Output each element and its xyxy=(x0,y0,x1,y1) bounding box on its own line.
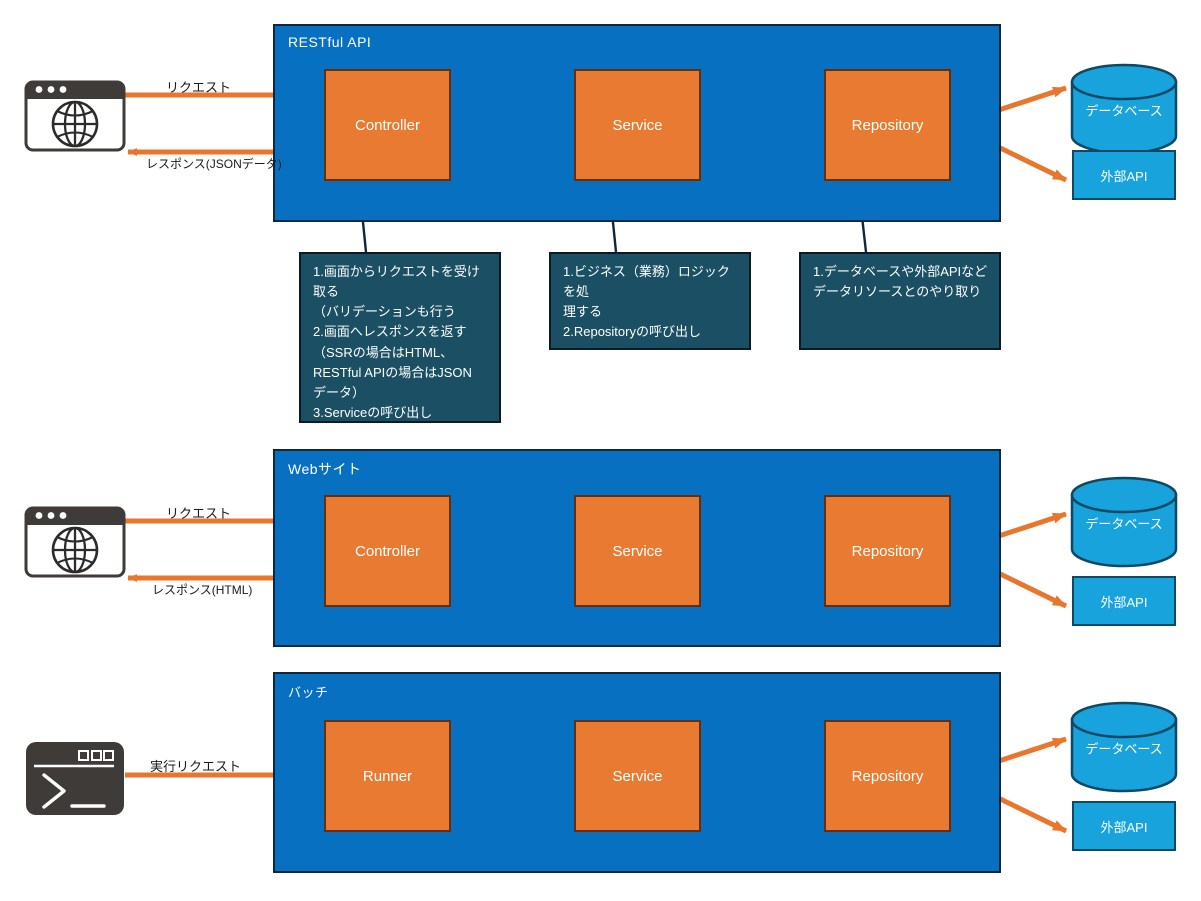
datastore-database-label-batch: データベース xyxy=(1085,741,1163,757)
arrow-label-response-restful: レスポンス(JSONデータ) xyxy=(146,157,282,171)
terminal-icon-row3 xyxy=(26,742,124,815)
database-cylinder-row2 xyxy=(1070,476,1178,568)
arrow-label-request-batch: 実行リクエスト xyxy=(150,759,242,774)
browser-icon-row2 xyxy=(24,506,126,578)
arrow-label-request-restful: リクエスト xyxy=(166,80,232,95)
note-controller-restful: 1.画面からリクエストを受け取る （バリデーションも行う 2.画面へレスポンスを… xyxy=(299,252,501,423)
datastore-database-batch: データベース xyxy=(1072,703,1176,791)
arrow-label-request-website: リクエスト xyxy=(166,506,232,521)
datastore-external-api-batch: 外部API xyxy=(1072,801,1176,851)
database-cylinder-row1 xyxy=(1070,63,1178,155)
note-service-restful: 1.ビジネス（業務）ロジックを処 理する 2.Repositoryの呼び出し xyxy=(549,252,751,350)
section-title-restful-api: RESTful API xyxy=(288,34,372,50)
datastore-database-label-website: データベース xyxy=(1085,516,1163,532)
box-controller-website[interactable]: Controller xyxy=(324,495,451,607)
section-title-website: Webサイト xyxy=(288,461,362,477)
box-service-website[interactable]: Service xyxy=(574,495,701,607)
datastore-external-api-restful: 外部API xyxy=(1072,150,1176,200)
section-title-batch: バッチ xyxy=(288,685,329,700)
browser-icon-row1 xyxy=(24,80,126,152)
box-repository-restful[interactable]: Repository xyxy=(824,69,951,181)
box-runner-batch[interactable]: Runner xyxy=(324,720,451,832)
datastore-database-restful: データベース xyxy=(1072,65,1176,153)
datastore-database-label-restful: データベース xyxy=(1085,103,1163,119)
box-service-batch[interactable]: Service xyxy=(574,720,701,832)
box-repository-website[interactable]: Repository xyxy=(824,495,951,607)
datastore-external-api-website: 外部API xyxy=(1072,576,1176,626)
datastore-database-website: データベース xyxy=(1072,478,1176,566)
note-repository-restful: 1.データベースや外部APIなど データリソースとのやり取り xyxy=(799,252,1001,350)
box-repository-batch[interactable]: Repository xyxy=(824,720,951,832)
arrow-label-response-website: レスポンス(HTML) xyxy=(152,583,253,597)
database-cylinder-row3 xyxy=(1070,701,1178,793)
box-controller-restful[interactable]: Controller xyxy=(324,69,451,181)
box-service-restful[interactable]: Service xyxy=(574,69,701,181)
